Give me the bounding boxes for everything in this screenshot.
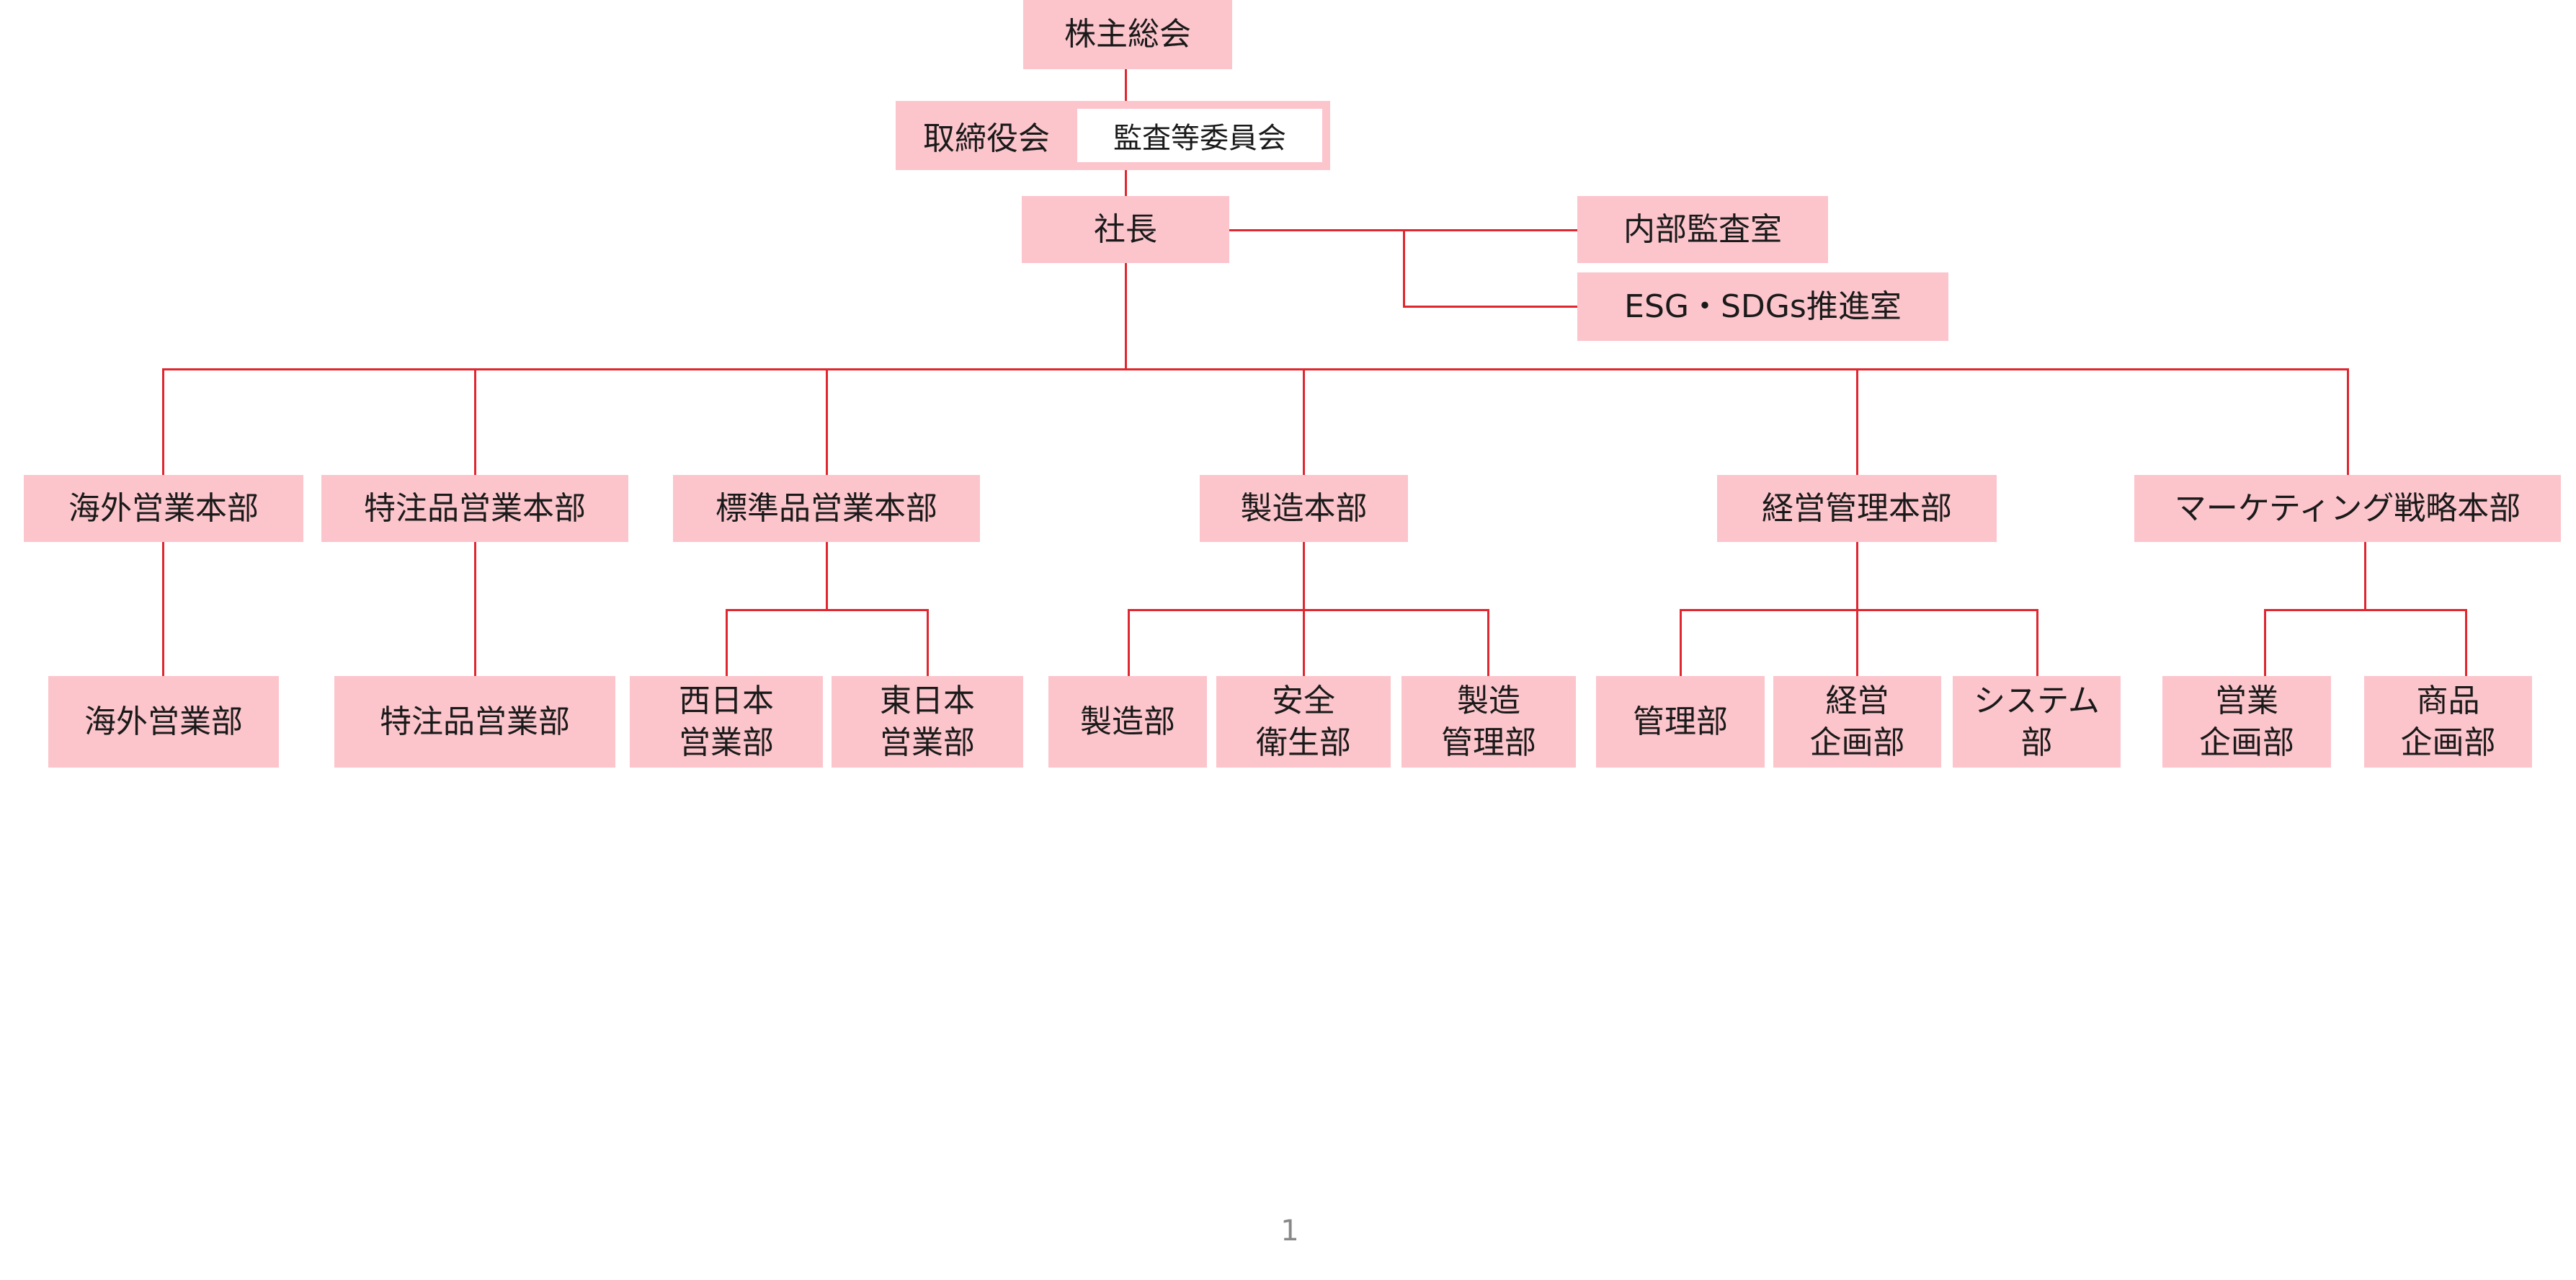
division-box: 海外営業本部 [24,475,303,542]
connector-line [1125,69,1127,101]
connector-line [726,609,728,676]
connector-line [1680,609,2038,611]
department-box: 安全 衛生部 [1216,676,1391,768]
connector-line [474,542,476,676]
connector-line [162,368,2348,370]
internal-audit-box: 内部監査室 [1577,196,1828,263]
connector-line [162,368,164,475]
connector-line [726,609,929,611]
connector-line [1125,263,1127,370]
connector-line [2465,609,2467,676]
division-box: 特注品営業本部 [321,475,628,542]
audit-committee-box: 監査等委員会 [1077,109,1322,162]
connector-line [2347,368,2349,475]
connector-line [1403,229,1405,307]
department-box: 営業 企画部 [2162,676,2331,768]
president-box: 社長 [1022,196,1229,263]
division-box: 製造本部 [1200,475,1408,542]
connector-line [927,609,929,676]
department-box: 商品 企画部 [2364,676,2532,768]
connector-line [1303,368,1305,475]
department-box: 管理部 [1596,676,1765,768]
shareholders-meeting-box: 株主総会 [1023,0,1232,69]
connector-line [826,368,828,475]
connector-line [826,542,828,610]
connector-line [474,368,476,475]
connector-line [2036,609,2038,676]
connector-line [1403,306,1578,308]
connector-line [1125,170,1127,196]
department-box: 西日本 営業部 [630,676,823,768]
esg-sdgs-office-box: ESG・SDGs推進室 [1577,272,1948,341]
division-box: 経営管理本部 [1717,475,1997,542]
connector-line [1487,609,1489,676]
department-box: 製造 管理部 [1401,676,1576,768]
connector-line [2264,609,2467,611]
connector-line [2364,542,2366,610]
page-number: 1 [1280,1214,1299,1248]
connector-line [1856,368,1858,475]
division-box: 標準品営業本部 [673,475,980,542]
board-of-directors-label: 取締役会 [923,120,1050,157]
department-box: 経営 企画部 [1773,676,1941,768]
department-box: システム 部 [1953,676,2121,768]
department-box: 特注品営業部 [334,676,615,768]
connector-line [1128,609,1130,676]
connector-line [2264,609,2266,676]
connector-line [162,542,164,676]
connector-line [1128,609,1489,611]
division-box: マーケティング戦略本部 [2134,475,2561,542]
department-box: 海外営業部 [48,676,279,768]
department-box: 東日本 営業部 [832,676,1023,768]
department-box: 製造部 [1048,676,1207,768]
connector-line [1680,609,1682,676]
